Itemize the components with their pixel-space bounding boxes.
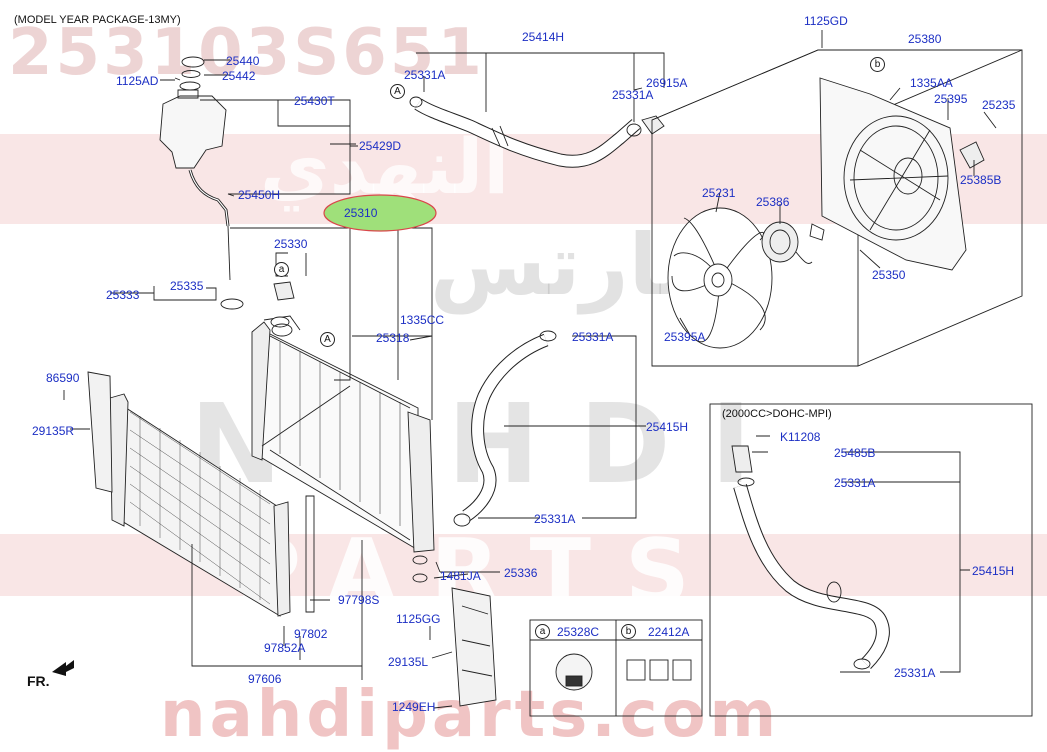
part-label-25442[interactable]: 25442 bbox=[222, 69, 256, 83]
part-label-25333[interactable]: 25333 bbox=[106, 288, 140, 302]
part-label-25235[interactable]: 25235 bbox=[982, 98, 1016, 112]
part-label-22412A[interactable]: 22412A bbox=[648, 625, 690, 639]
part-label-97606[interactable]: 97606 bbox=[248, 672, 282, 686]
callout-marker-b: b bbox=[870, 57, 885, 72]
watermark-part-number: 253103S651 bbox=[8, 16, 485, 90]
part-label-25328C[interactable]: 25328C bbox=[557, 625, 600, 639]
part-label-25335[interactable]: 25335 bbox=[170, 279, 204, 293]
part-label-25331A-inset-bottom[interactable]: 25331A bbox=[894, 666, 936, 680]
part-label-25331A-lower-bottom[interactable]: 25331A bbox=[534, 512, 576, 526]
part-label-1481JA[interactable]: 1481JA bbox=[440, 569, 481, 583]
front-direction-label: FR. bbox=[27, 673, 50, 689]
part-label-1249EH[interactable]: 1249EH bbox=[392, 700, 436, 714]
part-label-1125AD[interactable]: 1125AD bbox=[116, 74, 159, 88]
part-label-29135L[interactable]: 29135L bbox=[388, 655, 429, 669]
part-label-29135R[interactable]: 29135R bbox=[32, 424, 75, 438]
part-label-25350[interactable]: 25350 bbox=[872, 268, 906, 282]
part-label-25415H-inset[interactable]: 25415H bbox=[972, 564, 1015, 578]
inset-title: (2000CC>DOHC-MPI) bbox=[722, 408, 832, 420]
part-label-25330[interactable]: 25330 bbox=[274, 237, 308, 251]
part-label-25231[interactable]: 25231 bbox=[702, 186, 736, 200]
part-label-25331A-upper-left[interactable]: 25331A bbox=[404, 68, 446, 82]
callout-marker-A-upper: A bbox=[390, 84, 405, 99]
legend-marker-b: b bbox=[621, 624, 636, 639]
part-label-25414H[interactable]: 25414H bbox=[522, 30, 565, 44]
highlight-ellipse bbox=[323, 194, 437, 232]
watermark-arabic-2: بارتس bbox=[430, 216, 692, 314]
part-label-1335AA[interactable]: 1335AA bbox=[910, 76, 953, 90]
part-label-25385B[interactable]: 25385B bbox=[960, 173, 1002, 187]
part-label-97798S[interactable]: 97798S bbox=[338, 593, 380, 607]
part-label-K11208[interactable]: K11208 bbox=[780, 430, 821, 444]
part-label-25331A-lower-top[interactable]: 25331A bbox=[572, 330, 614, 344]
part-label-25331A-inset-top[interactable]: 25331A bbox=[834, 476, 876, 490]
part-label-97802[interactable]: 97802 bbox=[294, 627, 328, 641]
part-label-25395A[interactable]: 25395A bbox=[664, 330, 706, 344]
part-label-25380[interactable]: 25380 bbox=[908, 32, 942, 46]
callout-marker-a: a bbox=[274, 262, 289, 277]
part-label-26915A[interactable]: 26915A bbox=[646, 76, 688, 90]
part-label-25450H[interactable]: 25450H bbox=[238, 188, 281, 202]
part-label-25318[interactable]: 25318 bbox=[376, 331, 410, 345]
part-label-97852A[interactable]: 97852A bbox=[264, 641, 306, 655]
model-year-note: (MODEL YEAR PACKAGE-13MY) bbox=[14, 14, 181, 26]
part-label-1125GD[interactable]: 1125GD bbox=[804, 14, 848, 28]
part-label-25331A-upper-right[interactable]: 25331A bbox=[612, 88, 654, 102]
diagram-drawing bbox=[52, 30, 1033, 717]
part-label-25310[interactable]: 25310 bbox=[344, 206, 378, 220]
parts-diagram: 253103S651 النهدي بارتس NAHDI PARTS nahd… bbox=[0, 14, 1047, 752]
part-label-1125GG[interactable]: 1125GG bbox=[396, 612, 441, 626]
part-label-25415H[interactable]: 25415H bbox=[646, 420, 689, 434]
part-label-25336[interactable]: 25336 bbox=[504, 566, 538, 580]
part-label-25440[interactable]: 25440 bbox=[226, 54, 260, 68]
part-label-25430T[interactable]: 25430T bbox=[294, 94, 335, 108]
part-label-25386[interactable]: 25386 bbox=[756, 195, 790, 209]
legend-marker-a: a bbox=[535, 624, 550, 639]
part-label-25429D[interactable]: 25429D bbox=[359, 139, 402, 153]
part-label-86590[interactable]: 86590 bbox=[46, 371, 80, 385]
part-label-25395[interactable]: 25395 bbox=[934, 92, 968, 106]
part-label-25485B[interactable]: 25485B bbox=[834, 446, 876, 460]
callout-marker-A-lower: A bbox=[320, 332, 335, 347]
part-label-1335CC[interactable]: 1335CC bbox=[400, 313, 445, 327]
